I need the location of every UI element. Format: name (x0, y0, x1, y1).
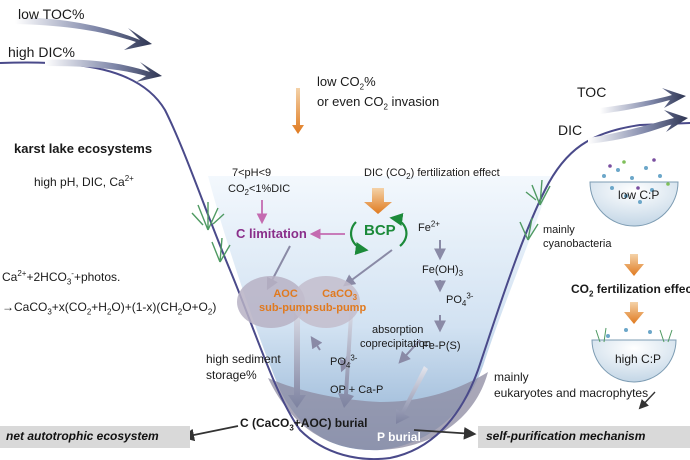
fertilization-arrow (364, 188, 392, 214)
euk-arrow (638, 391, 656, 410)
net-autotrophic-band (0, 426, 190, 448)
high-sediment-label: high sediment (206, 352, 281, 366)
dic-label: DIC (558, 122, 583, 138)
cp-down-arrow-2 (624, 302, 644, 324)
bcp-label: BCP (364, 222, 396, 239)
low-co2-label: low CO2% (317, 74, 376, 92)
self-purification-arrow (413, 427, 477, 440)
net-autotrophic-label: net autotrophic ecosystem (6, 429, 159, 443)
left-bank-plants (191, 202, 231, 263)
dic-fertilization-label: DIC (CO2) fertilization effect (364, 167, 500, 182)
low-cp-bowl (589, 158, 679, 227)
cyanobacteria-label: cyanobacteria (543, 238, 612, 250)
carbon-burial-label: C (CaCO3+AOC) burial (240, 416, 368, 433)
net-autotrophic-arrow (181, 425, 239, 442)
self-purification-band (478, 426, 690, 448)
photosynthesis-equation-1: Ca2++2HCO3-+photos. (2, 269, 121, 287)
po4-upper-label: PO43- (446, 291, 474, 309)
mainly-label-2: mainly (494, 370, 529, 384)
mainly-label-1: mainly (543, 224, 575, 236)
po4-lower-label: PO43- (330, 353, 358, 371)
self-purification-label: self-purification mechanism (486, 429, 646, 443)
co2-fraction-label: CO2<1%DIC (228, 183, 291, 198)
bcp-cycle-right (389, 212, 408, 247)
toc-label: TOC (577, 84, 607, 100)
karst-lake-properties: high pH, DIC, Ca2+ (34, 174, 134, 190)
high-dic-label: high DIC% (8, 44, 75, 60)
dic-arrow-left (45, 59, 162, 82)
sediment-arrow-left (288, 300, 306, 408)
high-cp-label: high C:P (615, 352, 662, 366)
p-burial-label: P burial (377, 430, 421, 444)
fe-p-label: Fe-P(S) (422, 340, 461, 352)
absorption-label: absorption (372, 324, 424, 336)
right-bank-plants (519, 179, 551, 241)
cp-down-arrow-1 (624, 254, 644, 276)
karst-lake-title: karst lake ecosystems (14, 141, 153, 156)
toc-arrow-right (600, 88, 686, 114)
bcp-cycle-left (349, 221, 369, 256)
co2-invasion-label: or even CO2 invasion (317, 94, 440, 112)
storage-label: storage% (206, 368, 257, 382)
fe2-label: Fe2+ (418, 219, 440, 234)
dic-arrow-right (588, 110, 688, 144)
coprecipitation-label: coprecipitation (360, 338, 431, 350)
low-toc-label: low TOC% (18, 6, 85, 22)
toc-arrow-left (15, 17, 152, 50)
eukaryotes-label: eukaryotes and macrophytes (494, 386, 649, 400)
aoc-subpump-blob (237, 276, 305, 328)
co2-fertilization-label: CO2 fertilization effect (571, 282, 690, 299)
feoh3-label: Fe(OH)3 (422, 264, 464, 279)
co2-down-arrow (292, 88, 304, 134)
c-limitation-label: C limitation (236, 226, 307, 241)
photosynthesis-equation-2: →CaCO3+x(CO2+H2O)+(1-x)(CH2O+O2) (2, 300, 217, 317)
op-cap-label: OP + Ca-P (330, 384, 384, 396)
lake-basin-outline (0, 61, 690, 460)
ph-range-label: 7<pH<9 (232, 167, 272, 179)
low-cp-label: low C:P (618, 188, 660, 202)
caco3-subpump-blob (292, 276, 360, 328)
sediment-arrow-center (338, 298, 354, 408)
sediment-arrow-right (396, 366, 428, 424)
high-cp-bowl (591, 327, 677, 383)
